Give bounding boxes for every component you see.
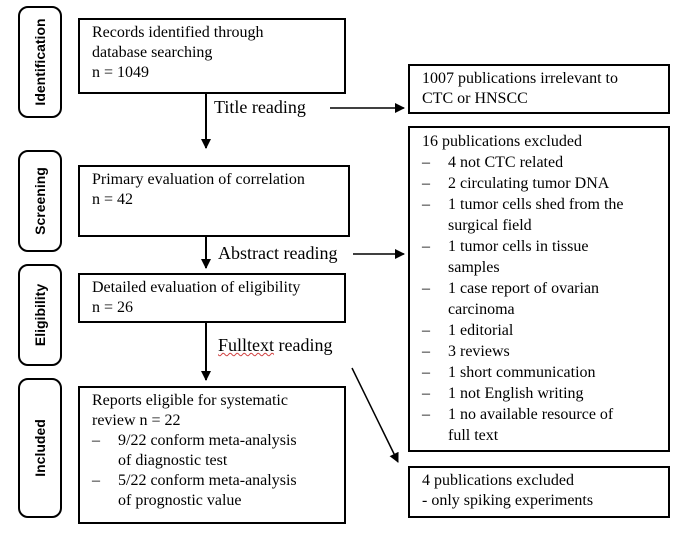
stage-identification-label: Identification	[32, 18, 48, 106]
label-title-reading: Title reading	[214, 97, 306, 118]
excluded16-item-1-dash: –	[422, 154, 430, 171]
identified-line-1: Records identified through	[92, 24, 264, 41]
included-item-1-dash: –	[92, 432, 100, 449]
arrow-fulltext-to-excluded4	[351, 367, 399, 463]
excluded16-item-9-text: 1 not English writing	[448, 385, 584, 402]
included-line-2: review n = 22	[92, 412, 181, 429]
box-4-excluded: 4 publications excluded - only spiking e…	[408, 466, 670, 518]
excluded16-item-8-text: 1 short communication	[448, 364, 596, 381]
fulltext-rest: reading	[274, 335, 333, 355]
stage-screening: Screening	[18, 150, 62, 252]
fulltext-word: Fulltext	[218, 335, 275, 355]
eligibility-line-2: n = 26	[92, 299, 134, 316]
stage-included-label: Included	[32, 419, 48, 477]
excluded16-item-4: – 1 tumor cells in tissue	[422, 236, 660, 257]
irrelevant-line-2: CTC or HNSCC	[422, 90, 528, 107]
eligibility-line-1: Detailed evaluation of eligibility	[92, 279, 301, 296]
excluded16-item-10-text: 1 no available resource of	[448, 406, 614, 423]
irrelevant-line-1: 1007 publications irrelevant to	[422, 70, 618, 87]
box-irrelevant: 1007 publications irrelevant to CTC or H…	[408, 64, 670, 114]
excluded16-item-5-cont: carcinoma	[448, 301, 515, 318]
excluded16-item-7: – 3 reviews	[422, 341, 660, 362]
included-item-2-cont: of prognostic value	[118, 492, 242, 509]
excluded16-item-8-dash: –	[422, 364, 430, 381]
box-16-excluded: 16 publications excluded – 4 not CTC rel…	[408, 126, 670, 452]
excluded16-item-1: – 4 not CTC related	[422, 152, 660, 173]
excluded16-item-1-text: 4 not CTC related	[448, 154, 564, 171]
box-primary-evaluation: Primary evaluation of correlation n = 42	[78, 165, 350, 237]
excluded16-item-5-text: 1 case report of ovarian	[448, 280, 600, 297]
excluded16-item-3-cont: surgical field	[448, 217, 532, 234]
excluded16-item-3-text: 1 tumor cells shed from the	[448, 196, 624, 213]
included-item-2-text: 5/22 conform meta-analysis	[118, 472, 297, 489]
label-abstract-reading: Abstract reading	[218, 243, 338, 264]
excluded16-item-9: – 1 not English writing	[422, 383, 660, 404]
excluded16-item-5-dash: –	[422, 280, 430, 297]
excluded16-item-4-text: 1 tumor cells in tissue	[448, 238, 589, 255]
excluded16-title: 16 publications excluded	[422, 133, 582, 150]
identified-line-2: database searching	[92, 44, 213, 61]
label-fulltext-reading: Fulltext reading	[218, 335, 333, 356]
title-reading-text: Title reading	[214, 97, 306, 117]
excluded16-item-2-dash: –	[422, 175, 430, 192]
excluded16-item-4-cont: samples	[448, 259, 500, 276]
excluded16-item-7-text: 3 reviews	[448, 343, 510, 360]
excluded16-item-6-dash: –	[422, 322, 430, 339]
box-reports-eligible: Reports eligible for systematic review n…	[78, 386, 346, 524]
included-item-2-dash: –	[92, 472, 100, 489]
excluded16-item-10: – 1 no available resource of	[422, 404, 660, 425]
included-item-1: – 9/22 conform meta-analysis	[92, 431, 336, 451]
screening-line-2: n = 42	[92, 191, 134, 208]
excluded16-item-2: – 2 circulating tumor DNA	[422, 173, 660, 194]
excluded16-item-6-text: 1 editorial	[448, 322, 514, 339]
stage-screening-label: Screening	[32, 167, 48, 235]
excluded16-item-5: – 1 case report of ovarian	[422, 278, 660, 299]
excluded16-item-9-dash: –	[422, 385, 430, 402]
box-detailed-evaluation: Detailed evaluation of eligibility n = 2…	[78, 273, 346, 323]
included-item-2: – 5/22 conform meta-analysis	[92, 471, 336, 491]
included-line-1: Reports eligible for systematic	[92, 392, 288, 409]
excluded16-item-3: – 1 tumor cells shed from the	[422, 194, 660, 215]
excluded16-item-10-dash: –	[422, 406, 430, 423]
stage-eligibility: Eligibility	[18, 264, 62, 366]
stage-included: Included	[18, 378, 62, 518]
screening-line-1: Primary evaluation of correlation	[92, 171, 305, 188]
excluded16-item-6: – 1 editorial	[422, 320, 660, 341]
box-records-identified: Records identified through database sear…	[78, 18, 346, 94]
excluded16-item-4-dash: –	[422, 238, 430, 255]
excluded16-item-8: – 1 short communication	[422, 362, 660, 383]
identified-line-3: n = 1049	[92, 64, 150, 81]
stage-eligibility-label: Eligibility	[32, 283, 48, 347]
abstract-reading-text: Abstract reading	[218, 243, 338, 263]
excluded16-item-7-dash: –	[422, 343, 430, 360]
stage-identification: Identification	[18, 6, 62, 118]
excluded4-line-2: - only spiking experiments	[422, 492, 594, 509]
excluded4-line-1: 4 publications excluded	[422, 472, 574, 489]
included-item-1-cont: of diagnostic test	[118, 452, 228, 469]
excluded16-item-3-dash: –	[422, 196, 430, 213]
included-item-1-text: 9/22 conform meta-analysis	[118, 432, 297, 449]
excluded16-item-2-text: 2 circulating tumor DNA	[448, 175, 610, 192]
excluded16-item-10-cont: full text	[448, 427, 499, 444]
